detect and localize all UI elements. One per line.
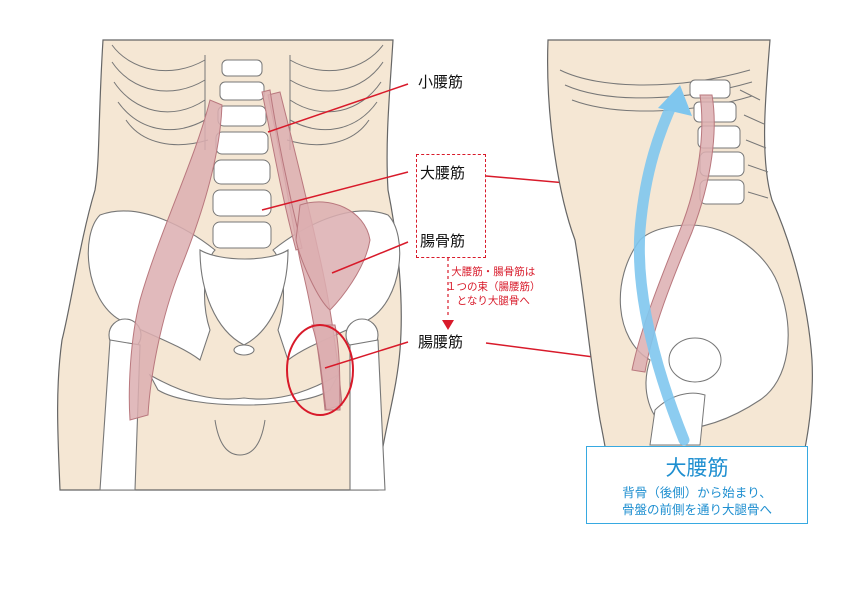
info-desc-line-1: 背骨（後側）から始まり、	[622, 485, 772, 500]
note-line-2: １つの束（腸腰筋）	[446, 280, 541, 293]
front-muscles	[128, 89, 371, 421]
combine-note: 大腰筋・腸骨筋は １つの束（腸腰筋） となり大腿骨へ	[446, 265, 541, 309]
highlight-dashed-box	[416, 154, 486, 258]
label-psoas-minor: 小腰筋	[418, 73, 464, 91]
note-line-3: となり大腿骨へ	[456, 295, 530, 307]
origin-path-arrow-head	[658, 85, 692, 116]
note-line-1: 大腰筋・腸骨筋は	[451, 266, 536, 278]
label-iliopsoas: 腸腰筋	[418, 333, 464, 351]
iliopsoas-circle	[286, 324, 354, 416]
info-desc-line-2: 骨盤の前側を通り大腿骨へ	[621, 502, 772, 517]
info-description: 背骨（後側）から始まり、 骨盤の前側を通り大腿骨へ	[587, 484, 807, 518]
label-psoas-major: 大腰筋	[420, 164, 466, 182]
info-box: 大腰筋 背骨（後側）から始まり、 骨盤の前側を通り大腿骨へ	[586, 446, 808, 524]
psoas-major-left	[128, 99, 223, 421]
side-psoas	[631, 94, 715, 373]
front-view-figure	[57, 39, 402, 491]
side-hip-socket	[668, 337, 722, 383]
lumbar-spine	[212, 59, 272, 249]
info-title: 大腰筋	[665, 456, 729, 480]
origin-path-arrow	[633, 94, 690, 446]
side-view-figure	[547, 39, 813, 521]
iliacus-right	[295, 201, 371, 311]
label-iliacus: 腸骨筋	[420, 232, 466, 250]
combine-arrow-head	[442, 320, 454, 330]
groin-line	[214, 419, 266, 456]
